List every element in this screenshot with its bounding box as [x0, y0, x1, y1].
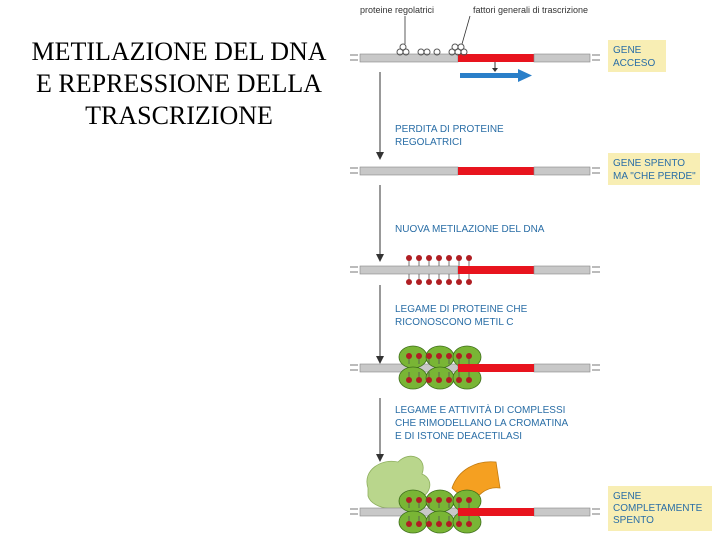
svg-text:LEGAME DI PROTEINE CHE: LEGAME DI PROTEINE CHE: [395, 304, 528, 315]
methyl-group: [416, 521, 422, 527]
methyl-group: [406, 377, 412, 383]
methyl-group: [436, 377, 442, 383]
label-general-factors: fattori generali di trascrizione: [473, 5, 588, 15]
methyl-group: [466, 377, 472, 383]
gene-segment: [458, 364, 534, 372]
methyl-group: [436, 497, 442, 503]
svg-text:GENE: GENE: [613, 45, 642, 56]
methyl-group: [416, 279, 422, 285]
step-label-3: LEGAME DI PROTEINE CHE RICONOSCONO METIL…: [395, 304, 528, 328]
methyl-group: [406, 521, 412, 527]
methyl-group: [436, 353, 442, 359]
methyl-group: [456, 521, 462, 527]
svg-text:SPENTO: SPENTO: [613, 515, 654, 526]
dna-row-3: [350, 265, 600, 275]
methyl-group: [416, 353, 422, 359]
gene-state-off: GENE SPENTO MA "CHE PERDE": [608, 153, 700, 185]
methyl-group: [456, 255, 462, 261]
methyl-group: [466, 497, 472, 503]
methyl-group: [406, 497, 412, 503]
gene-state-silenced: GENE COMPLETAMENTE SPENTO: [608, 486, 712, 531]
methyl-group: [416, 497, 422, 503]
methyl-group: [406, 353, 412, 359]
methyl-group: [446, 521, 452, 527]
methyl-group: [466, 521, 472, 527]
svg-text:LEGAME E ATTIVITÀ DI COMPLESSI: LEGAME E ATTIVITÀ DI COMPLESSI: [395, 403, 565, 416]
slide-title: METILAZIONE DEL DNA E REPRESSIONE DELLA …: [0, 36, 358, 132]
gene-segment: [458, 54, 534, 62]
step-label-2: NUOVA METILAZIONE DEL DNA: [395, 224, 545, 235]
gene-segment: [458, 508, 534, 516]
methyl-group: [446, 377, 452, 383]
step-label-1: PERDITA DI PROTEINE REGOLATRICI: [395, 124, 504, 148]
methyl-group: [446, 497, 452, 503]
methyl-group: [466, 353, 472, 359]
methyl-group: [456, 497, 462, 503]
methyl-groups-row-4: [406, 353, 472, 383]
pointer-general: [461, 15, 471, 45]
transcript-arrow: [460, 62, 532, 82]
svg-text:MA "CHE PERDE": MA "CHE PERDE": [613, 171, 696, 182]
methyl-groups-row-3: [406, 255, 472, 285]
methyl-group: [426, 521, 432, 527]
gene-state-on: GENE ACCESO: [608, 40, 666, 72]
methyl-group: [456, 353, 462, 359]
title-line-3: TRASCRIZIONE: [85, 101, 273, 130]
label-regulatory-proteins: proteine regolatrici: [360, 5, 434, 15]
methyl-group: [426, 255, 432, 261]
methyl-group: [466, 279, 472, 285]
svg-text:REGOLATRICI: REGOLATRICI: [395, 137, 462, 148]
title-line-1: METILAZIONE DEL DNA: [31, 37, 327, 66]
methyl-group: [416, 255, 422, 261]
svg-text:COMPLETAMENTE: COMPLETAMENTE: [613, 503, 703, 514]
methyl-group: [426, 497, 432, 503]
svg-text:E DI ISTONE DEACETILASI: E DI ISTONE DEACETILASI: [395, 431, 522, 442]
dna-row-2: [350, 166, 600, 176]
dna-row-1: [350, 53, 600, 63]
methyl-group: [436, 255, 442, 261]
methyl-group: [426, 377, 432, 383]
methyl-group: [446, 255, 452, 261]
methyl-group: [446, 279, 452, 285]
svg-text:GENE: GENE: [613, 491, 642, 502]
title-line-2: E REPRESSIONE DELLA: [36, 69, 322, 98]
svg-text:PERDITA DI PROTEINE: PERDITA DI PROTEINE: [395, 124, 504, 135]
svg-text:RICONOSCONO METIL C: RICONOSCONO METIL C: [395, 317, 514, 328]
methyl-group: [456, 377, 462, 383]
step-label-4: LEGAME E ATTIVITÀ DI COMPLESSI CHE RIMOD…: [395, 403, 569, 442]
methyl-groups-row-5: [406, 497, 472, 527]
methyl-group: [436, 521, 442, 527]
svg-text:CHE RIMODELLANO LA CROMATINA: CHE RIMODELLANO LA CROMATINA: [395, 418, 569, 429]
regulatory-proteins: [396, 43, 468, 56]
methyl-group: [416, 377, 422, 383]
svg-text:ACCESO: ACCESO: [613, 58, 655, 69]
methyl-group: [426, 279, 432, 285]
methyl-group: [446, 353, 452, 359]
gene-segment: [458, 266, 534, 274]
methyl-group: [406, 279, 412, 285]
methyl-group: [426, 353, 432, 359]
methyl-group: [456, 279, 462, 285]
methyl-group: [436, 279, 442, 285]
gene-segment: [458, 167, 534, 175]
methyl-group: [466, 255, 472, 261]
methyl-group: [406, 255, 412, 261]
svg-text:GENE SPENTO: GENE SPENTO: [613, 158, 685, 169]
